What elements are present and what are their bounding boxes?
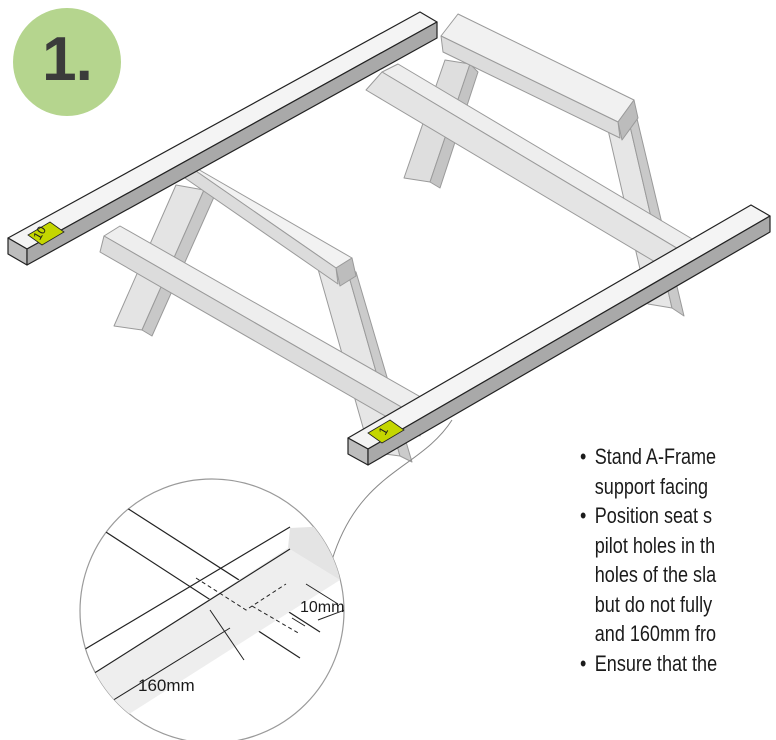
instruction-line: Stand A-Frame [594, 444, 717, 469]
seat-slat-1 [347, 204, 771, 466]
slat-label-1-tag [367, 419, 405, 444]
step-badge: 1. [13, 8, 121, 116]
dimension-label-160mm: 160mm [138, 676, 195, 695]
detail-leader-line [331, 419, 453, 561]
step-number: 1. [42, 25, 93, 94]
instruction-line: holes of the sla [594, 562, 717, 587]
instruction-line: but do not fully [594, 591, 713, 617]
instruction-list: Stand A-Frame support facing Position se… [580, 442, 776, 678]
a-frame-front [99, 159, 441, 463]
slat-label-10-tag [27, 221, 65, 246]
instruction-item: Ensure that the [580, 649, 776, 679]
instruction-item: Position seat s pilot holes in th holes … [580, 501, 776, 649]
seat-slat-10 [7, 11, 438, 266]
instruction-line: Position seat s [594, 503, 713, 528]
instruction-line: and 160mm fro [594, 621, 717, 646]
instruction-line: support facing [594, 473, 709, 499]
instruction-line: pilot holes in th [594, 532, 716, 558]
instruction-item: Stand A-Frame support facing [580, 442, 776, 501]
dimension-label-10mm: 10mm [300, 599, 345, 616]
a-frame-back [365, 13, 707, 317]
instruction-line: Ensure that the [594, 650, 718, 676]
